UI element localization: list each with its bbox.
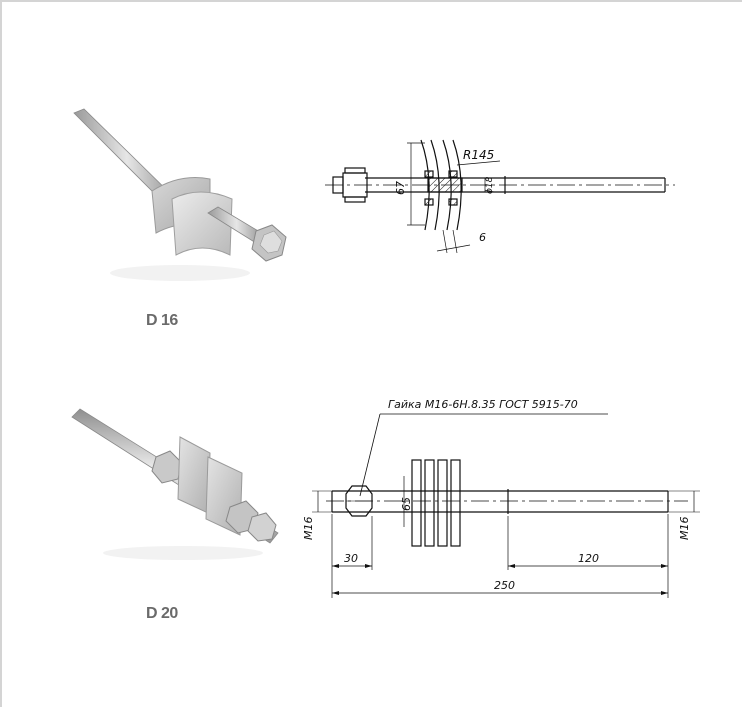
product-photo-d16 [73,108,287,281]
technical-drawing-d16: R145 ϕ18 67 6 [325,139,675,254]
thickness-label: 6 [479,231,486,244]
height-label: 67 [394,181,407,195]
total-length-label: 250 [494,579,515,592]
product-photo-d20 [71,408,279,560]
thread-left-label: M16 [302,517,315,541]
product-label-d16: D 16 [146,312,178,329]
thread-right-label: M16 [678,517,691,541]
radius-label: R145 [463,148,494,162]
diameter-label: ϕ18 [485,176,495,194]
product-label-d20: D 20 [146,605,178,622]
plate-height-label: 65 [400,497,413,511]
thread-length-label: 120 [578,552,599,565]
nut-offset-label: 30 [344,552,358,565]
callout-label: Гайка М16-6Н.8.35 ГОСТ 5915-70 [388,398,578,411]
technical-drawing-d20: Гайка М16-6Н.8.35 ГОСТ 5915-70 65 M16 M1… [302,398,700,598]
